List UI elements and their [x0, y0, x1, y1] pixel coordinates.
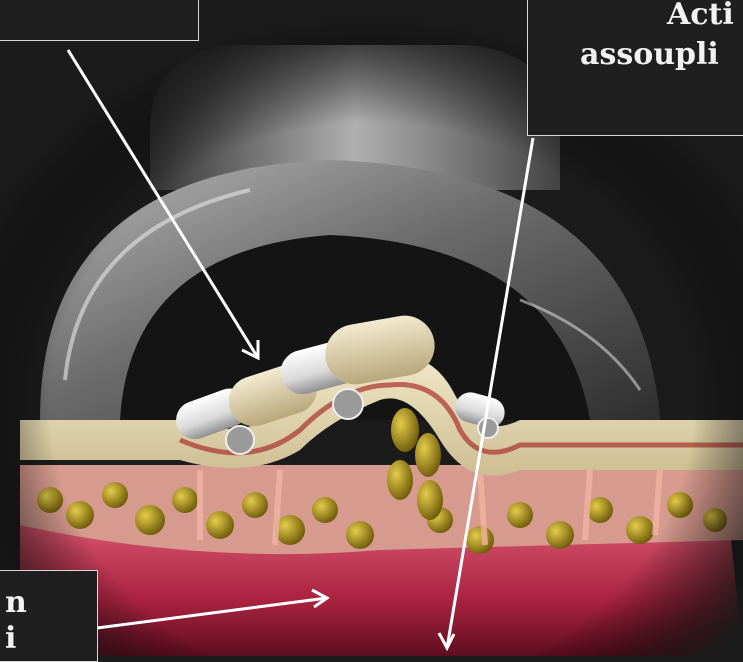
- label-box-bottom-left: n i: [0, 570, 98, 662]
- label-top-right-line2: assoupli: [580, 37, 719, 73]
- label-bottom-left-line2: i: [5, 621, 16, 657]
- label-bottom-left-line1: n: [5, 585, 27, 621]
- label-box-top-right: Acti assoupli: [527, 0, 743, 136]
- label-box-top-left: [0, 0, 199, 41]
- label-top-right-line1: Acti: [667, 0, 734, 33]
